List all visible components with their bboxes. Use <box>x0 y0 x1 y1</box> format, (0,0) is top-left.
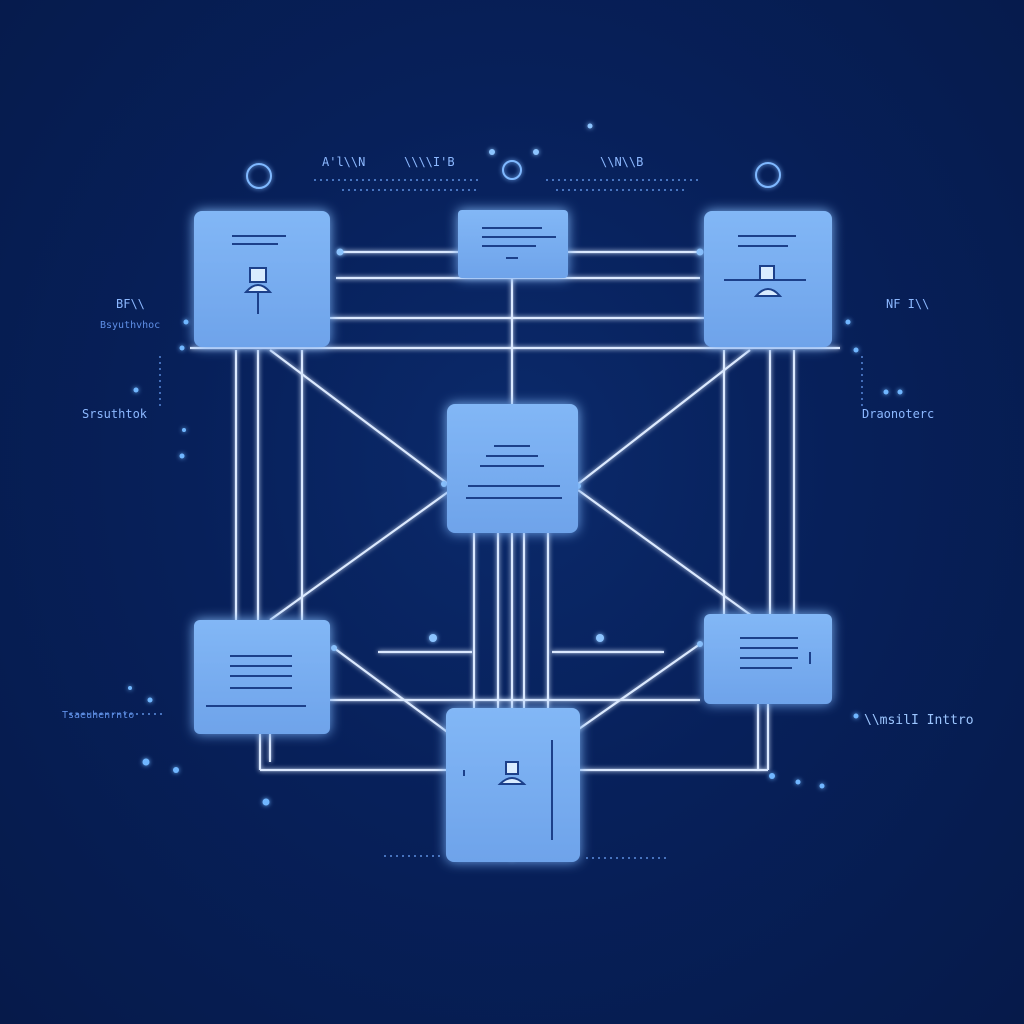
annotation-lines <box>70 179 863 859</box>
circle-marker-icon <box>502 160 522 180</box>
glow-dot <box>883 389 889 395</box>
glow-dot <box>795 779 801 785</box>
node-bottom-right[interactable] <box>704 614 832 704</box>
top-markers <box>246 160 781 189</box>
glow-dot <box>179 453 185 459</box>
label-bottom-left: Tsaeuhenrnto <box>62 710 134 721</box>
label-right-1: NF I\\ <box>886 297 929 311</box>
joint-dot <box>533 149 539 155</box>
lines-icon <box>740 637 811 669</box>
node-bottom-center[interactable] <box>446 708 580 862</box>
glow-dot <box>819 783 825 789</box>
label-right-3: \\msilI Inttro <box>864 713 974 728</box>
label-top-3: \\N\\B <box>600 155 643 169</box>
joint-dot <box>587 123 593 129</box>
circle-marker-icon <box>246 163 272 189</box>
glow-dot <box>128 686 132 690</box>
node-center[interactable] <box>447 404 578 533</box>
lines-icon <box>482 227 556 259</box>
circle-marker-icon <box>755 162 781 188</box>
joint-dot <box>596 634 604 642</box>
glow-dot <box>133 387 139 393</box>
connector-line <box>565 643 701 739</box>
valve-icon <box>724 235 806 297</box>
glow-dot <box>897 389 903 395</box>
node-top-left[interactable] <box>194 211 330 347</box>
labels: A'l\\N \\\\I'B \\N\\B BF\\ Bsyuthvhoc Sr… <box>62 155 974 728</box>
glow-dot <box>147 697 153 703</box>
glow-dot <box>769 773 775 779</box>
joint-dot <box>696 248 704 256</box>
glow-dot <box>262 798 270 806</box>
glow-dot <box>182 428 186 432</box>
joint-dot <box>336 248 344 256</box>
joint-dot <box>429 634 437 642</box>
connector-line <box>577 489 753 617</box>
glow-dot <box>179 345 185 351</box>
label-left-3: Srsuthtok <box>82 407 148 421</box>
glow-dot <box>173 767 179 773</box>
lines-icon <box>466 445 562 499</box>
connector-line <box>269 491 449 621</box>
label-left-2: Bsyuthvhoc <box>100 320 160 331</box>
glow-dot <box>183 319 189 325</box>
glow-dots <box>128 319 903 806</box>
joint-dot <box>331 645 337 651</box>
connector-line <box>577 349 751 485</box>
plug-icon <box>463 740 553 840</box>
connectors <box>190 250 840 860</box>
node-top-center[interactable] <box>458 210 568 278</box>
lines-icon <box>206 655 306 707</box>
label-top-1: A'l\\N <box>322 155 365 169</box>
joint-dot <box>441 481 447 487</box>
glow-dot <box>853 713 859 719</box>
joint-dots <box>331 123 704 651</box>
joint-dot <box>697 641 703 647</box>
connector-line <box>269 349 449 485</box>
joint-dot <box>489 149 495 155</box>
label-top-2: \\\\I'B <box>404 155 455 169</box>
glow-dot <box>142 758 150 766</box>
label-left-1: BF\\ <box>116 297 145 311</box>
label-right-2: Draonoterc <box>862 407 934 421</box>
glow-dot <box>845 319 851 325</box>
node-bottom-left[interactable] <box>194 620 330 734</box>
connector-line <box>333 647 451 735</box>
node-top-right[interactable] <box>704 211 832 347</box>
glow-dot <box>853 347 859 353</box>
valve-icon <box>232 235 286 314</box>
